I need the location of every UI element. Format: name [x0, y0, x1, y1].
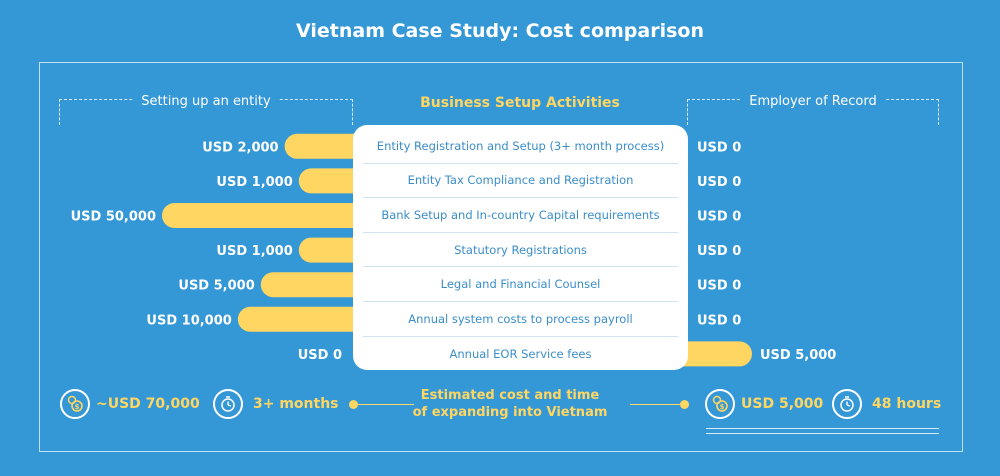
center-section-label: Business Setup Activities [420, 95, 620, 111]
page-title: Vietnam Case Study: Cost comparison [296, 20, 704, 42]
left-time-summary: 3+ months [213, 388, 339, 420]
eor-cost-label: USD 0 [697, 244, 741, 259]
entity-cost-label: USD 0 [298, 348, 342, 363]
right-section-bracket: Employer of Record [687, 94, 939, 125]
activity-row: Entity Tax Compliance and Registration [363, 164, 678, 199]
connector-line-right [630, 404, 682, 405]
stopwatch-icon [213, 389, 243, 419]
entity-cost-bar [237, 306, 370, 332]
entity-cost-label: USD 2,000 [202, 140, 278, 155]
chart-frame [39, 62, 963, 452]
summary-caption-line2: of expanding into Vietnam [412, 405, 608, 420]
entity-cost-bar [298, 168, 370, 194]
right-cost-summary: $ USD 5,000 [705, 388, 823, 420]
summary-caption: Estimated cost and time of expanding int… [390, 387, 630, 421]
entity-cost-label: USD 5,000 [178, 279, 254, 294]
entity-cost-bar [284, 133, 370, 159]
right-time-value: 48 hours [872, 396, 942, 412]
connector-dot-left [349, 400, 358, 409]
left-section-label: Setting up an entity [133, 94, 279, 109]
stopwatch-icon [832, 389, 862, 419]
activity-row: Statutory Registrations [363, 233, 678, 268]
svg-text:$: $ [75, 403, 80, 411]
right-section-label: Employer of Record [741, 94, 885, 109]
eor-cost-label: USD 0 [697, 210, 741, 225]
entity-cost-label: USD 1,000 [216, 175, 292, 190]
left-time-value: 3+ months [253, 396, 339, 412]
entity-cost-label: USD 10,000 [146, 313, 231, 328]
entity-cost-label: USD 1,000 [216, 244, 292, 259]
entity-cost-bar [298, 237, 370, 263]
right-cost-value: USD 5,000 [741, 396, 824, 412]
eor-cost-label: USD 0 [697, 175, 741, 190]
eor-cost-label: USD 5,000 [760, 348, 836, 363]
eor-cost-label: USD 0 [697, 313, 741, 328]
eor-cost-label: USD 0 [697, 279, 741, 294]
left-cost-value: ~USD 70,000 [96, 396, 200, 412]
activity-row: Entity Registration and Setup (3+ month … [363, 129, 678, 164]
activity-row: Bank Setup and In-country Capital requir… [363, 198, 678, 233]
connector-line-left [354, 404, 414, 405]
money-bag-icon: $ [705, 389, 735, 419]
svg-text:$: $ [720, 403, 725, 411]
underline-decoration [706, 433, 939, 434]
right-time-summary: 48 hours [832, 388, 941, 420]
activity-list-panel: Entity Registration and Setup (3+ month … [353, 125, 688, 370]
entity-cost-bar [162, 203, 370, 228]
eor-cost-label: USD 0 [697, 140, 741, 155]
entity-cost-label: USD 50,000 [71, 210, 156, 225]
underline-decoration [706, 428, 939, 429]
left-cost-summary: $ ~USD 70,000 [60, 388, 200, 420]
eor-cost-bar [670, 341, 752, 367]
entity-cost-bar [260, 272, 370, 298]
summary-caption-line1: Estimated cost and time [420, 388, 600, 403]
connector-dot-right [680, 400, 689, 409]
activity-row: Annual system costs to process payroll [363, 302, 678, 337]
activity-row: Legal and Financial Counsel [363, 267, 678, 302]
activity-row: Annual EOR Service fees [449, 346, 592, 361]
money-bag-icon: $ [60, 389, 90, 419]
left-section-bracket: Setting up an entity [59, 94, 353, 125]
